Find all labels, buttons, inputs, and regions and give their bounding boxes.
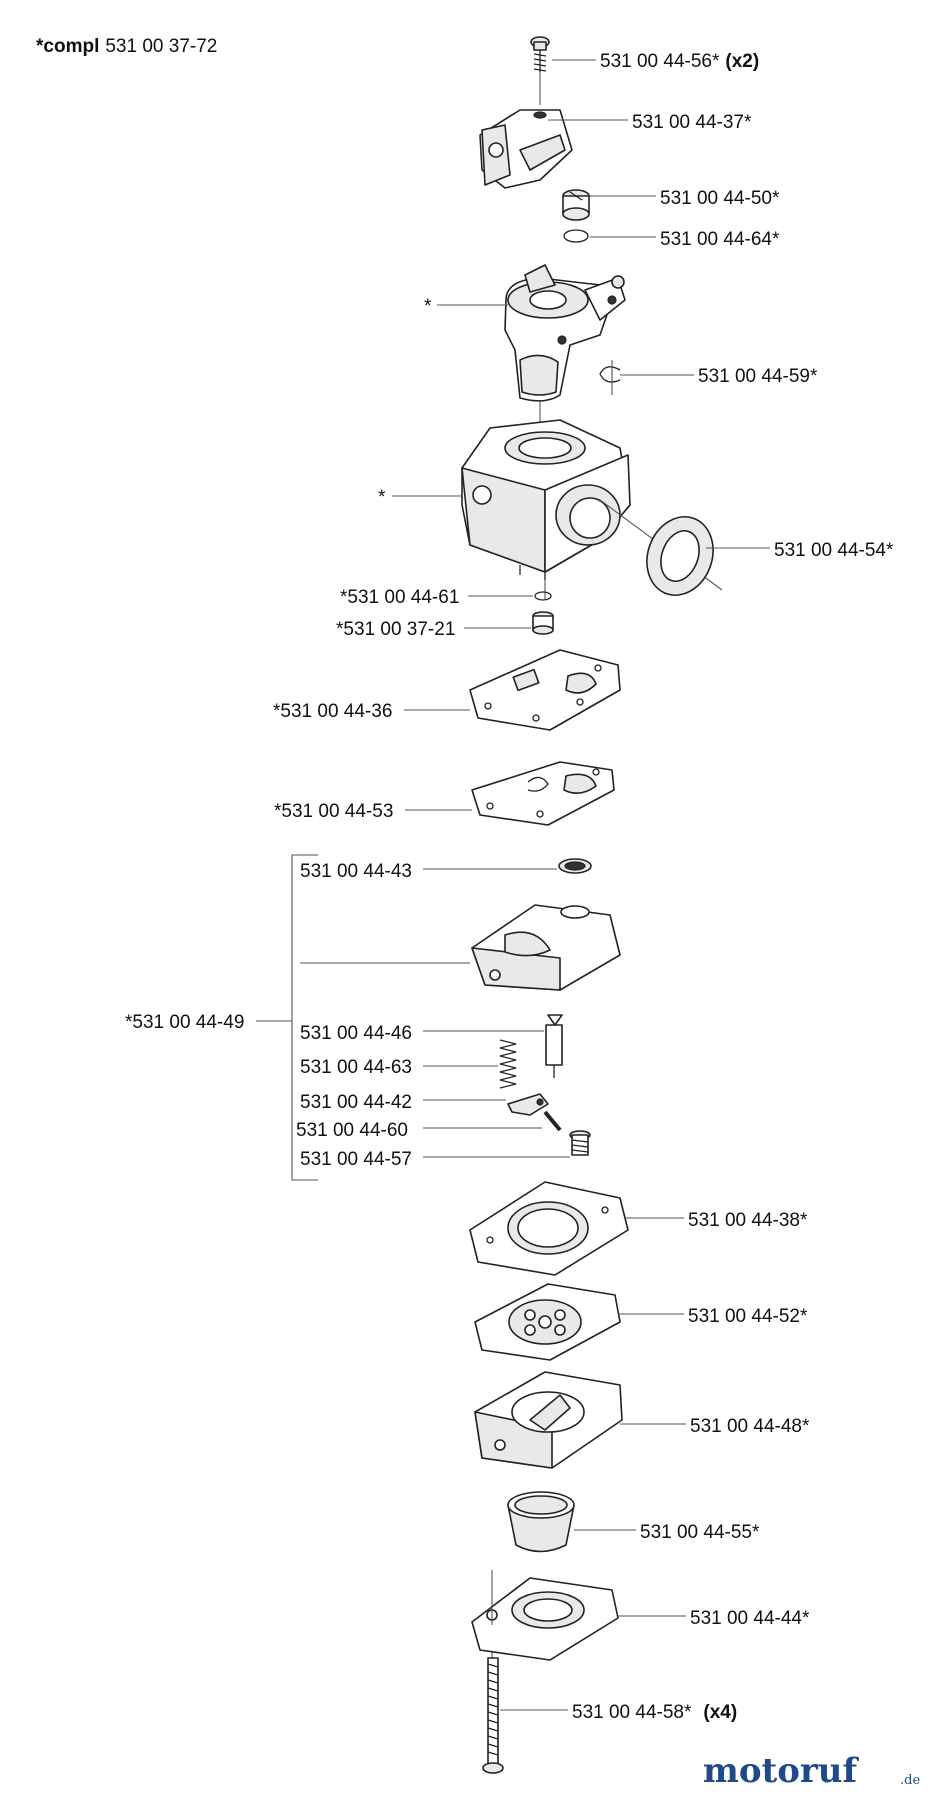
header-label: *compl 531 00 37-72 <box>36 36 217 57</box>
label-bolts-qty: (x4) <box>703 1702 737 1723</box>
label-gasket1: *531 00 44-36 <box>273 701 392 722</box>
label-body: * <box>378 487 386 508</box>
logo-text: motoruf <box>703 1751 860 1791</box>
carburetor-body-icon <box>461 419 631 580</box>
label-lever: 531 00 44-42 <box>300 1092 412 1113</box>
cover-icon <box>474 1371 623 1469</box>
label-needle: 531 00 44-50* <box>660 188 780 209</box>
label-filter: 531 00 44-43 <box>300 861 412 882</box>
label-pin: 531 00 44-60 <box>296 1120 408 1141</box>
label-diaphragm: 531 00 44-52* <box>688 1306 808 1327</box>
bracket-icon <box>479 109 573 189</box>
header-part-number: 531 00 37-72 <box>105 36 217 57</box>
throttle-assembly-icon <box>504 264 626 402</box>
seal-icon <box>599 499 723 596</box>
label-kit: *531 00 44-49 <box>125 1012 244 1033</box>
label-screw-top: 531 00 44-56*(x2) <box>600 51 759 72</box>
label-gasket2: *531 00 44-53 <box>274 801 393 822</box>
label-bracket: 531 00 44-37* <box>632 112 752 133</box>
needle-icon <box>562 189 590 221</box>
gasket-2-icon <box>471 761 615 826</box>
spring-icon <box>499 1039 517 1089</box>
filter-icon <box>558 858 592 874</box>
gasket-3-icon <box>469 1181 629 1276</box>
label-oring: 531 00 44-64* <box>660 229 780 250</box>
label-base: 531 00 44-44* <box>690 1608 810 1629</box>
o-ring-icon <box>563 229 589 243</box>
label-spring: 531 00 44-63 <box>300 1057 412 1078</box>
diaphragm-icon <box>474 1283 621 1361</box>
pump-cover-icon <box>471 904 621 991</box>
label-seal: 531 00 44-54* <box>774 540 894 561</box>
lever-screw-icon <box>569 1130 591 1156</box>
label-small-oring: *531 00 44-61 <box>340 587 459 608</box>
base-plate-icon <box>471 1570 619 1661</box>
label-plug: *531 00 37-21 <box>336 619 455 640</box>
kit-bracket <box>291 854 318 1181</box>
label-primer: 531 00 44-55* <box>640 1522 760 1543</box>
label-screw-top-number: 531 00 44-56* <box>600 51 720 72</box>
inlet-needle-icon <box>545 1014 563 1078</box>
label-bolts: 531 00 44-58* (x4) <box>572 1702 737 1723</box>
screw-top-icon <box>530 36 550 72</box>
gasket-1-icon <box>469 649 621 731</box>
primer-cup-icon <box>507 1491 575 1553</box>
clip-icon <box>599 360 621 395</box>
label-throttle: * <box>424 296 432 317</box>
lever-icon <box>507 1093 549 1116</box>
long-bolt-icon <box>482 1657 504 1774</box>
label-bolts-number: 531 00 44-58* <box>572 1702 692 1723</box>
label-lever-screw: 531 00 44-57 <box>300 1149 412 1170</box>
label-screw-top-qty: (x2) <box>725 51 759 72</box>
logo-suffix: .de <box>900 1773 920 1788</box>
label-cover: 531 00 44-48* <box>690 1416 810 1437</box>
pin-icon <box>543 1110 562 1132</box>
small-o-ring-icon <box>534 591 552 601</box>
plug-icon <box>532 611 554 635</box>
header-prefix: *compl <box>36 36 99 57</box>
label-gasket3: 531 00 44-38* <box>688 1210 808 1231</box>
label-inlet-needle: 531 00 44-46 <box>300 1023 412 1044</box>
label-clip: 531 00 44-59* <box>698 366 818 387</box>
